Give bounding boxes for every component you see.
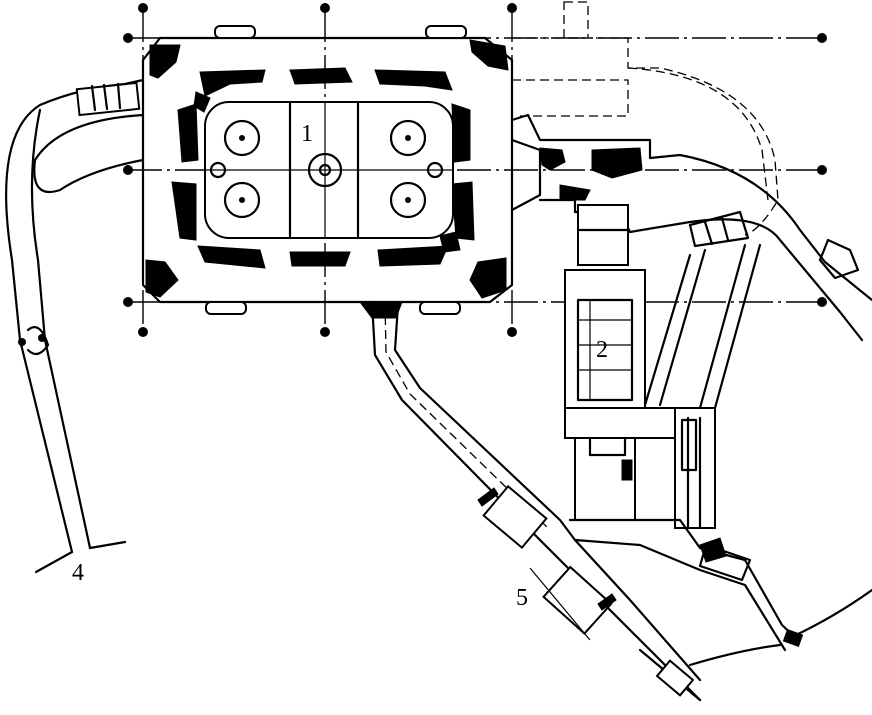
bus-tunnel [510, 113, 872, 342]
grid-nodes [18, 3, 827, 346]
inclined-tunnel [359, 300, 702, 702]
label-main-powerhouse: 1 [301, 121, 313, 147]
tailrace [568, 518, 872, 667]
main-powerhouse [141, 25, 514, 315]
left-tunnel [5, 78, 145, 574]
label-inclined-tunnel: 5 [516, 585, 528, 611]
planned-outline [512, 1, 779, 236]
surge-chamber [564, 243, 762, 530]
label-surge-chamber: 2 [596, 337, 608, 363]
label-left-tunnel: 4 [72, 560, 84, 586]
